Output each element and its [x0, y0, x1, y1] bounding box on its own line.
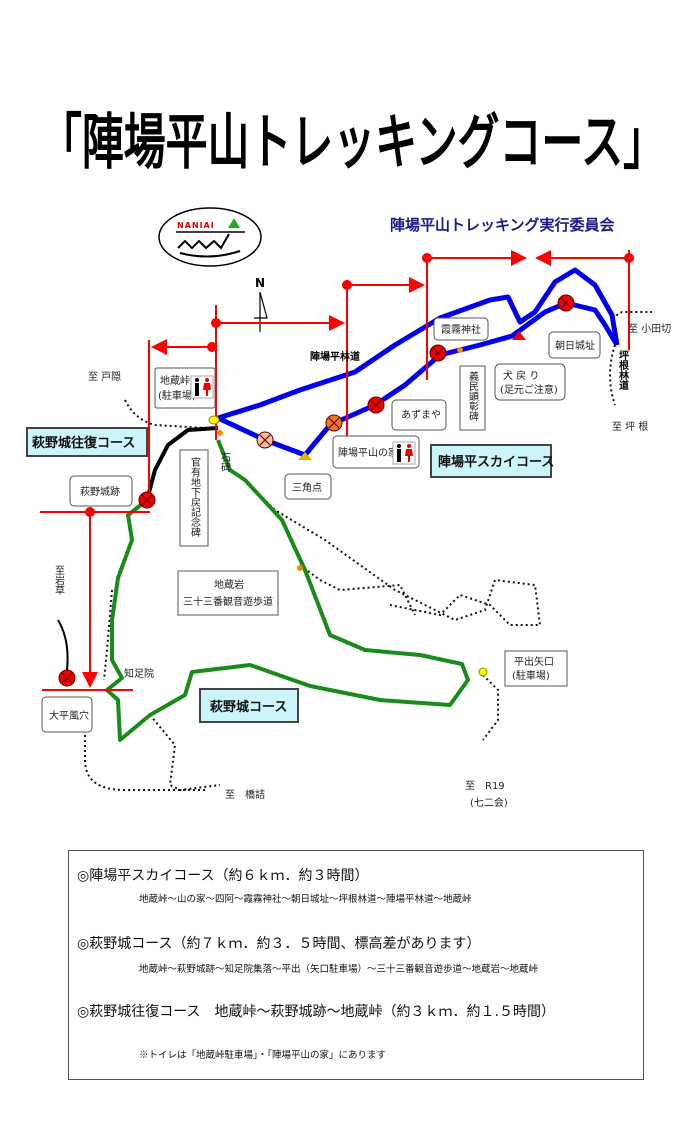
- svg-text:三十三番観音遊歩道: 三十三番観音遊歩道: [183, 595, 273, 608]
- viewpoint-marker-icon: [367, 396, 385, 414]
- svg-text:犬 戻 り: 犬 戻 り: [503, 369, 539, 382]
- svg-text:平出矢口: 平出矢口: [514, 655, 554, 668]
- svg-text:知足院: 知足院: [124, 667, 154, 680]
- svg-text:陣場平山の家: 陣場平山の家: [338, 446, 398, 459]
- legend-hagino-route: 地蔵峠〜萩野城跡〜知足院集落〜平出（矢口駐車場）〜三十三番観音遊歩道〜地蔵岩〜地…: [139, 964, 539, 975]
- svg-text:地蔵岩: 地蔵岩: [214, 578, 244, 591]
- page-title: 「陣場平山トレッキングコース」: [40, 108, 665, 178]
- svg-text:霞霧神社: 霞霧神社: [441, 323, 481, 336]
- legend-hagino-title: ◎萩野城コース（約７ｋｍ．約３．５時間、標高差があります）: [77, 936, 481, 952]
- legend-return-title: ◎萩野城往復コース 地蔵峠〜萩野城跡〜地蔵峠（約３ｋｍ．約１.５時間）: [77, 1004, 555, 1020]
- svg-text:至岩草: 至岩草: [53, 565, 65, 595]
- junction-marker-icon: [208, 415, 220, 425]
- label-jizo-toge: 地蔵峠: [160, 374, 190, 387]
- hagino-course-route: [105, 439, 470, 742]
- svg-text:萩野城跡: 萩野城跡: [80, 485, 120, 498]
- triangulation-point-icon: [298, 452, 312, 460]
- viewpoint-marker-icon: [58, 669, 76, 687]
- svg-text:至 橋詰: 至 橋詰: [225, 788, 265, 801]
- toilet-icon: [190, 375, 214, 399]
- svg-text:(七二会): (七二会): [470, 796, 508, 809]
- waypoint-markers: [57, 294, 575, 687]
- course-label-sky: 陣場平スカイコース: [438, 454, 554, 470]
- svg-text:坪根林道: 坪根林道: [617, 349, 629, 391]
- svg-text:(駐車場): (駐車場): [158, 389, 196, 402]
- svg-text:至 坪 根: 至 坪 根: [612, 420, 648, 433]
- svg-text:あずまや: あずまや: [401, 409, 441, 421]
- viewpoint-marker-icon: [429, 344, 447, 362]
- label-to-togakushi: 至 戸隠: [88, 371, 121, 383]
- label-jinbadaira-rindo: 陣場平林道: [310, 350, 360, 363]
- warning-point-icon: [512, 331, 526, 340]
- legend-sky-route: 地蔵峠〜山の家〜四阿〜霞霧神社〜朝日城址〜坪根林道〜陣場平林道〜地蔵峠: [139, 894, 472, 905]
- north-arrow: N: [254, 276, 268, 332]
- svg-text:石碑: 石碑: [219, 452, 231, 473]
- svg-text:NANIAI: NANIAI: [177, 221, 215, 230]
- svg-text:至 小田切: 至 小田切: [628, 323, 671, 335]
- svg-text:朝日城址: 朝日城址: [555, 339, 595, 352]
- viewpoint-marker-icon: [325, 414, 343, 432]
- course-label-return: 萩野城往復コース: [31, 435, 135, 451]
- return-course-route: [145, 426, 219, 501]
- legend-sky-title: ◎陣場平スカイコース（約６ｋｍ．約３時間）: [77, 868, 369, 884]
- naniai-logo: NANIAI: [158, 207, 262, 267]
- parking-marker-icon: [478, 667, 488, 677]
- dotted-roads: [84, 311, 652, 792]
- svg-text:三角点: 三角点: [292, 482, 322, 494]
- svg-text:義民顕彰碑: 義民顕彰碑: [467, 370, 479, 422]
- svg-text:至 R19: 至 R19: [465, 780, 505, 792]
- distance-markers: [40, 250, 634, 691]
- legend-toilet-note: ※トイレは「地蔵峠駐車場」・「陣場平山の家」にあります: [139, 1050, 387, 1061]
- label-kanyuchi-monument: 官有地下戻記念碑: [189, 456, 201, 538]
- viewpoint-marker-icon: [256, 431, 274, 449]
- svg-text:大平風穴: 大平風穴: [49, 709, 89, 722]
- course-label-hagino: 萩野城コース: [209, 699, 287, 715]
- svg-text:N: N: [255, 276, 265, 290]
- viewpoint-marker-icon: [557, 294, 575, 312]
- course-legend: ◎陣場平スカイコース（約６ｋｍ．約３時間） 地蔵峠〜山の家〜四阿〜霞霧神社〜朝日…: [68, 850, 644, 1080]
- toilet-icon: [392, 441, 416, 465]
- svg-text:(駐車場): (駐車場): [512, 669, 550, 682]
- map-labels: 至 戸隠 地蔵峠 (駐車場) 陣場平林道 萩野城往復コース 石碑 官有地下戻記念…: [26, 317, 671, 809]
- viewpoint-marker-icon: [138, 491, 156, 509]
- organizer-name: 陣場平山トレッキング実行委員会: [390, 216, 615, 234]
- svg-text:(足元ご注意): (足元ご注意): [500, 383, 558, 396]
